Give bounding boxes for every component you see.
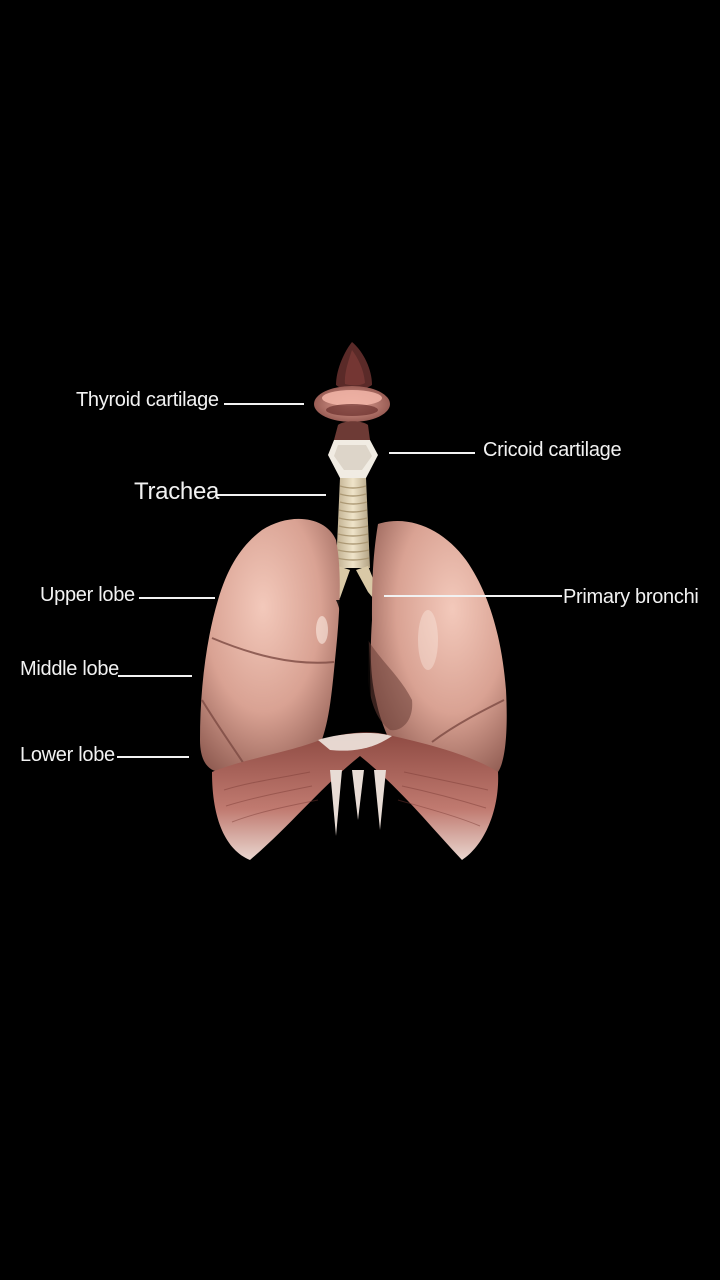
upper-lobe-label: Upper lobe: [40, 584, 135, 606]
cricoid-cartilage-label: Cricoid cartilage: [483, 439, 622, 461]
lower-lobe-leader: [117, 756, 189, 758]
middle-lobe-leader: [118, 675, 192, 677]
trachea-label: Trachea: [134, 478, 220, 505]
lower-lobe-label: Lower lobe: [20, 744, 115, 766]
middle-lobe-label: Middle lobe: [20, 658, 119, 680]
primary-bronchi-leader: [384, 595, 562, 597]
thyroid-cartilage-label: Thyroid cartilage: [76, 389, 219, 411]
trachea-shape: [336, 478, 370, 568]
primary-bronchi-label: Primary bronchi: [563, 586, 699, 608]
upper-lobe-leader: [139, 597, 215, 599]
trachea-leader: [217, 494, 326, 496]
cricoid-cartilage-leader: [389, 452, 475, 454]
thyroid-cartilage-leader: [224, 403, 304, 405]
right-lung-shape: [200, 518, 340, 772]
diaphragm-shape: [212, 732, 499, 860]
left-lung-shape: [370, 521, 507, 774]
